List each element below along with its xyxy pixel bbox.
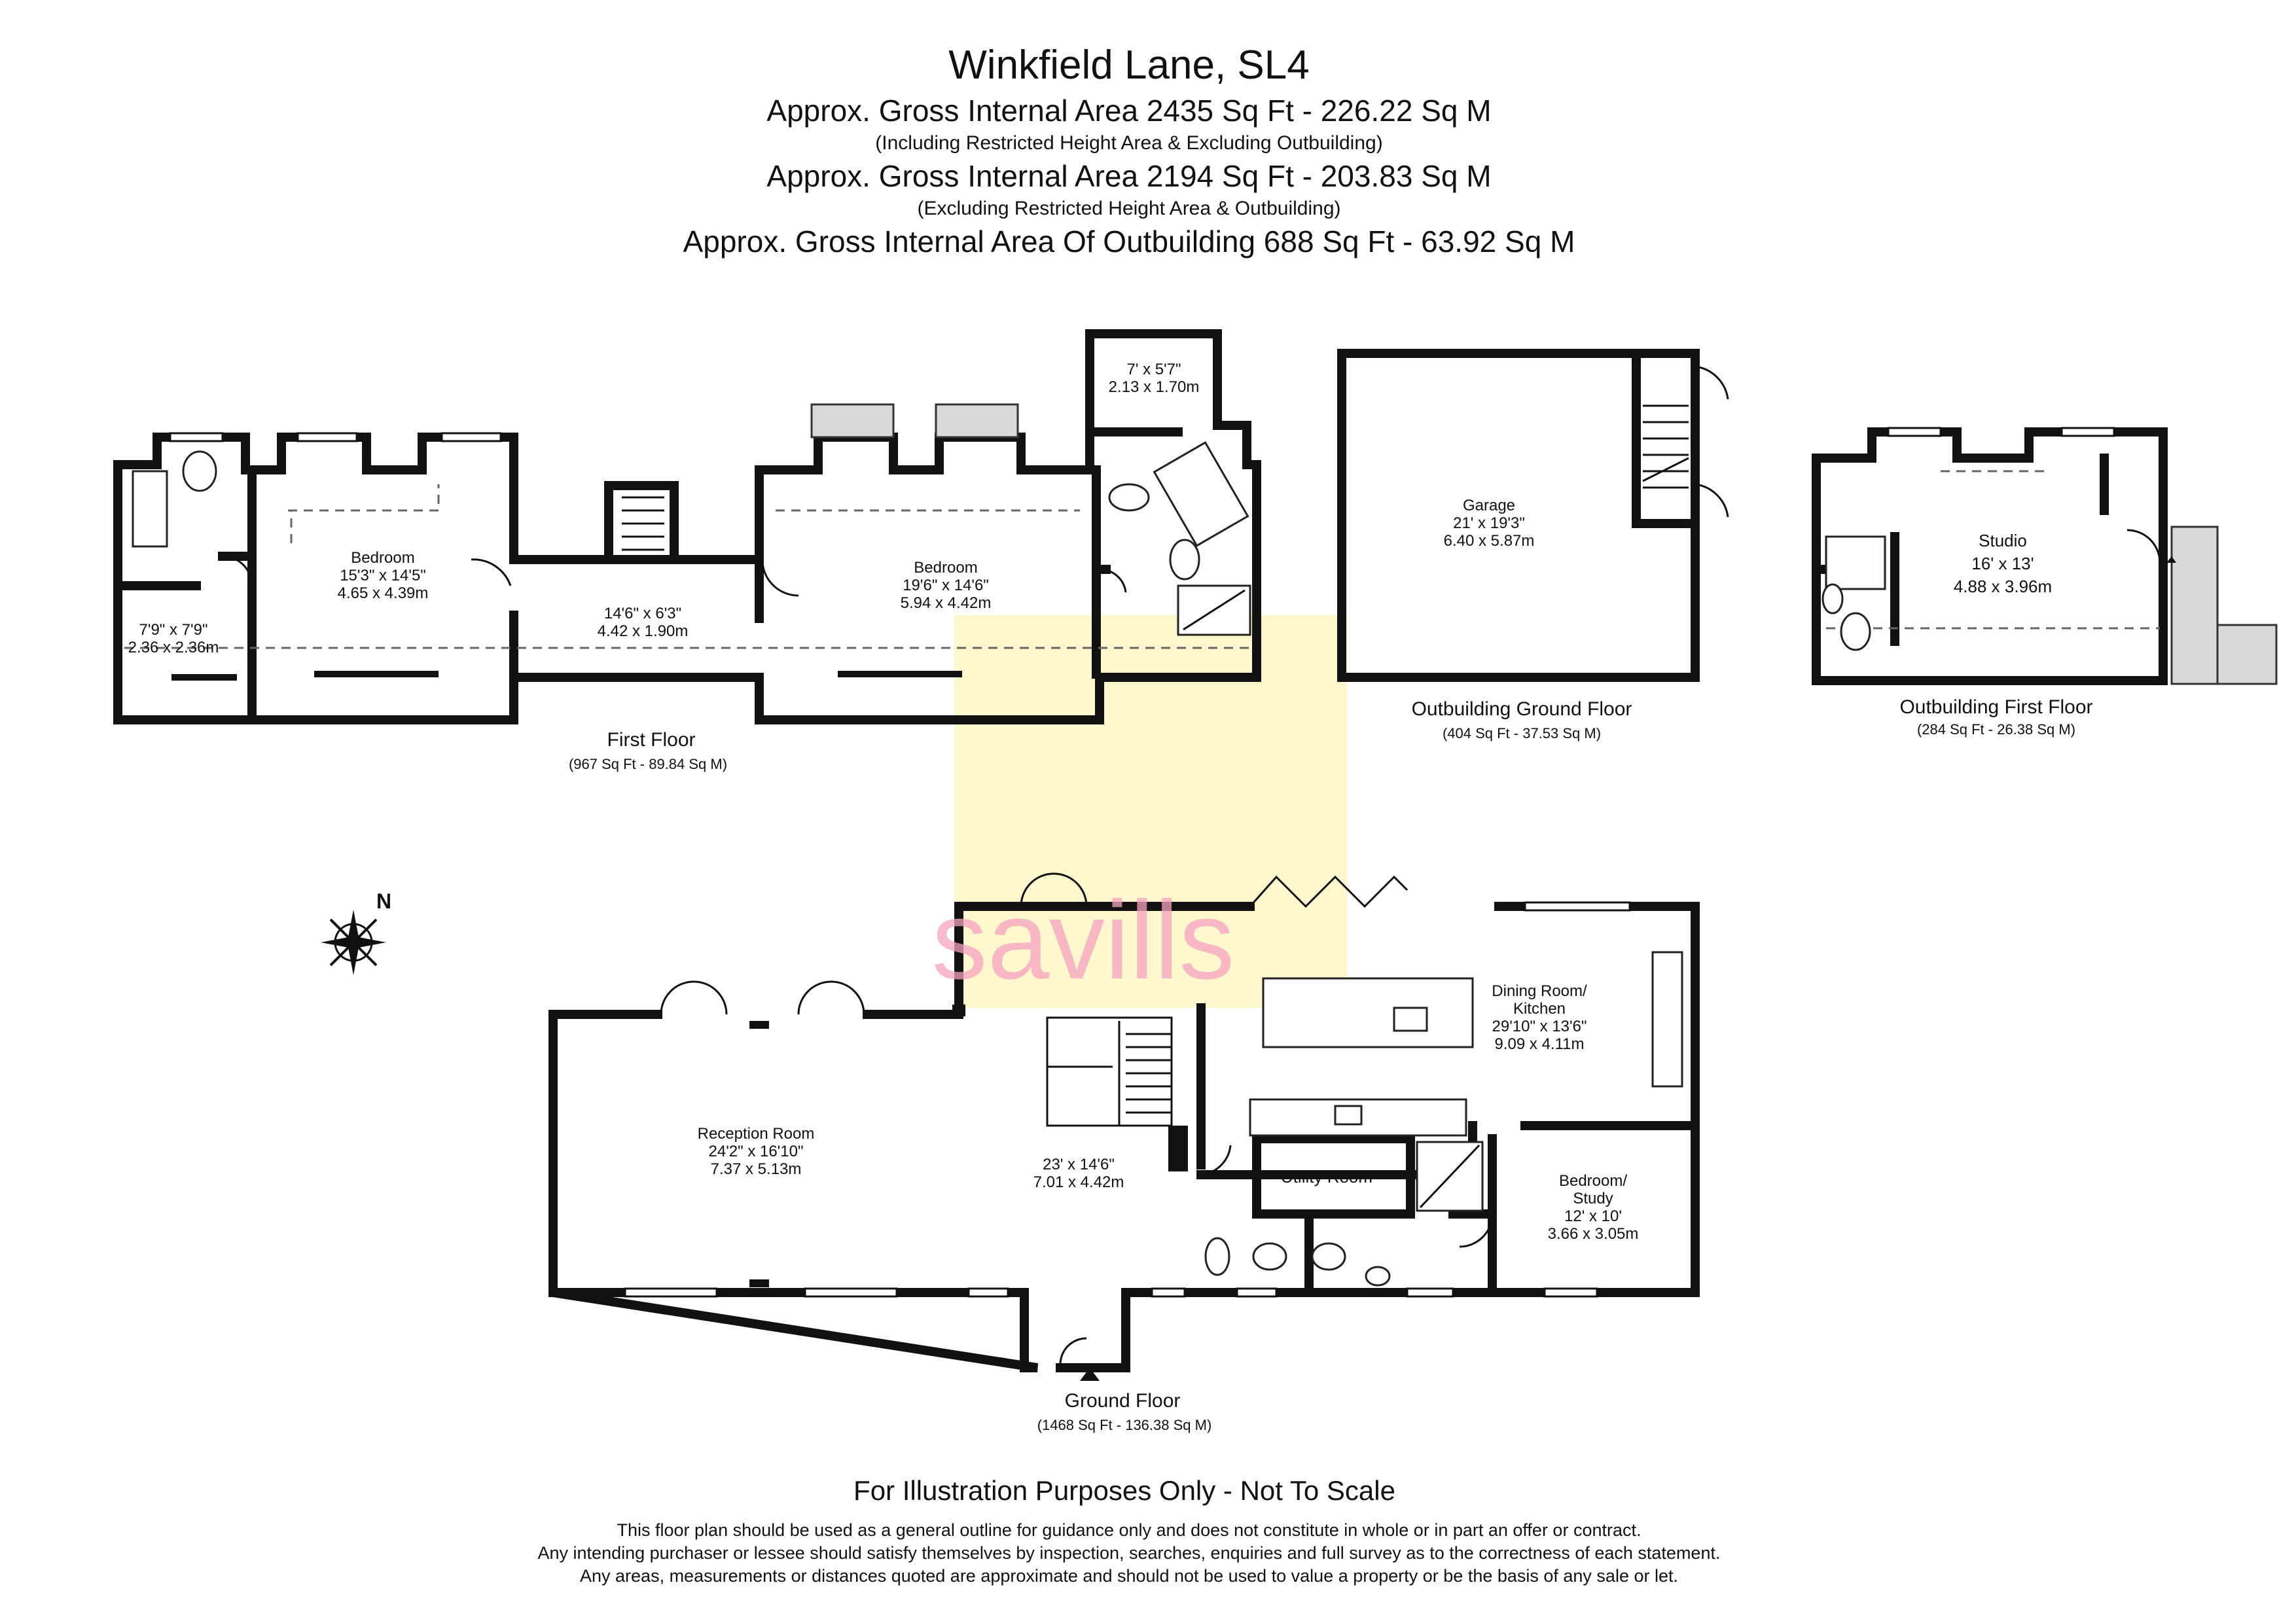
outbuilding-first-floor-plan bbox=[1812, 427, 2278, 685]
footer-disclaimer-line1: This floor plan should be used as a gene… bbox=[617, 1520, 1641, 1540]
outbuilding-first-floor-name: Outbuilding First Floor bbox=[1899, 696, 2092, 718]
header: Winkfield Lane, SL4 Approx. Gross Intern… bbox=[683, 43, 1575, 259]
first-floor-plan bbox=[113, 329, 1261, 724]
room-labels: 7'9" x 7'9" 2.36 x 2.36m Bedroom 15'3" x… bbox=[128, 361, 2053, 1243]
hall-size1: 23' x 14'6" bbox=[1043, 1156, 1115, 1173]
gross-area-outbuilding: Approx. Gross Internal Area Of Outbuildi… bbox=[683, 224, 1575, 259]
outbuilding-ground-floor-name: Outbuilding Ground Floor bbox=[1412, 698, 1632, 720]
ff-bedroom1-size2: 4.65 x 4.39m bbox=[338, 584, 429, 602]
outbuilding-first-floor-area: (284 Sq Ft - 26.38 Sq M) bbox=[1917, 721, 2075, 738]
hall-size2: 7.01 x 4.42m bbox=[1033, 1173, 1124, 1191]
studio-name: Studio bbox=[1979, 531, 2027, 550]
ground-floor-plan bbox=[548, 872, 1700, 1381]
floor-labels: First Floor (967 Sq Ft - 89.84 Sq M) Out… bbox=[569, 696, 2093, 1433]
ground-floor-name: Ground Floor bbox=[1065, 1390, 1181, 1412]
compass-north-label: N bbox=[376, 889, 391, 913]
footer-disclaimer-line2: Any intending purchaser or lessee should… bbox=[538, 1543, 1721, 1563]
footer: For Illustration Purposes Only - Not To … bbox=[538, 1475, 1721, 1586]
garage-size1: 21' x 19'3" bbox=[1453, 514, 1525, 532]
gross-area-excluding: Approx. Gross Internal Area 2194 Sq Ft -… bbox=[766, 159, 1491, 193]
first-floor-name: First Floor bbox=[607, 729, 696, 751]
ff-bedroom1-size1: 15'3" x 14'5" bbox=[340, 567, 426, 584]
ff-small-room-size1: 7'9" x 7'9" bbox=[139, 621, 208, 639]
ff-bedroom2-size2: 5.94 x 4.42m bbox=[901, 594, 992, 612]
ff-bedroom2-size1: 19'6" x 14'6" bbox=[903, 577, 989, 594]
ff-top-room-size2: 2.13 x 1.70m bbox=[1109, 378, 1200, 396]
first-floor-area: (967 Sq Ft - 89.84 Sq M) bbox=[569, 756, 727, 772]
garage-size2: 6.40 x 5.87m bbox=[1444, 532, 1535, 550]
outbuilding-ground-floor-plan bbox=[1337, 349, 1729, 682]
gross-area-including-note: (Including Restricted Height Area & Excl… bbox=[875, 132, 1382, 154]
ground-floor-area: (1468 Sq Ft - 136.38 Sq M) bbox=[1037, 1417, 1212, 1433]
footer-heading: For Illustration Purposes Only - Not To … bbox=[853, 1475, 1395, 1506]
study-size2: 3.66 x 3.05m bbox=[1548, 1225, 1639, 1243]
studio-size1: 16' x 13' bbox=[1971, 554, 2034, 573]
ff-top-room-size1: 7' x 5'7" bbox=[1126, 361, 1181, 378]
reception-name: Reception Room bbox=[698, 1125, 815, 1143]
study-name1: Bedroom/ bbox=[1559, 1172, 1627, 1190]
utility-name: Utility Room bbox=[1281, 1167, 1372, 1186]
gross-area-excluding-note: (Excluding Restricted Height Area & Outb… bbox=[918, 198, 1341, 219]
study-size1: 12' x 10' bbox=[1564, 1207, 1622, 1225]
ff-landing-size2: 4.42 x 1.90m bbox=[598, 622, 689, 640]
plan-title: Winkfield Lane, SL4 bbox=[948, 43, 1309, 88]
ff-small-room-size2: 2.36 x 2.36m bbox=[128, 639, 219, 656]
kitchen-size2: 9.09 x 4.11m bbox=[1495, 1035, 1585, 1053]
ff-bedroom1-name: Bedroom bbox=[351, 549, 414, 567]
reception-size2: 7.37 x 5.13m bbox=[711, 1160, 802, 1178]
savills-watermark: savills bbox=[932, 878, 1235, 1003]
kitchen-name1: Dining Room/ bbox=[1492, 982, 1587, 1000]
footer-disclaimer-line3: Any areas, measurements or distances quo… bbox=[580, 1566, 1678, 1586]
garage-name: Garage bbox=[1463, 497, 1515, 514]
ff-landing-size1: 14'6" x 6'3" bbox=[604, 605, 681, 622]
kitchen-size1: 29'10" x 13'6" bbox=[1492, 1018, 1587, 1035]
outbuilding-ground-floor-area: (404 Sq Ft - 37.53 Sq M) bbox=[1443, 725, 1601, 741]
reception-size1: 24'2" x 16'10" bbox=[709, 1143, 804, 1160]
compass-rose: N bbox=[321, 889, 391, 975]
studio-size2: 4.88 x 3.96m bbox=[1954, 577, 2052, 596]
study-name2: Study bbox=[1573, 1190, 1613, 1207]
kitchen-name2: Kitchen bbox=[1513, 1000, 1566, 1018]
ff-bedroom2-name: Bedroom bbox=[914, 559, 977, 577]
gross-area-including: Approx. Gross Internal Area 2435 Sq Ft -… bbox=[766, 94, 1491, 128]
